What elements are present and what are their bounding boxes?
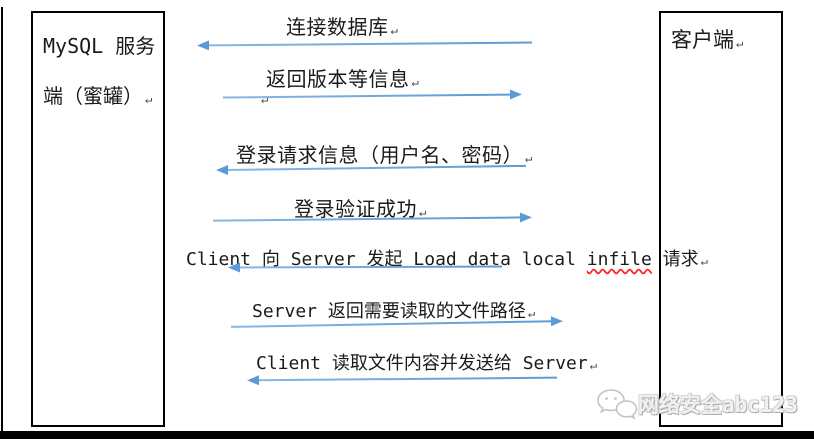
paragraph-mark: ↵ bbox=[390, 23, 398, 37]
message-label-return-filepath: Server 返回需要读取的文件路径↵ bbox=[252, 301, 536, 322]
watermark: 网络安全abc123 bbox=[596, 388, 798, 420]
message-label-login-request: 登录请求信息（用户名、密码）↵ bbox=[236, 143, 533, 167]
arrow-line bbox=[231, 320, 554, 328]
paragraph-mark: ↵ bbox=[589, 358, 597, 372]
watermark-text: 网络安全abc123 bbox=[638, 393, 798, 417]
message-arrow-right bbox=[212, 211, 533, 226]
arrowhead-left-icon bbox=[215, 165, 229, 176]
arrowhead-left-icon bbox=[246, 375, 260, 386]
message-label-load-data-request: Client 向 Server 发起 Load data local infil… bbox=[186, 249, 708, 270]
actor-box-mysql-server: MySQL 服务 端（蜜罐）↵ bbox=[31, 11, 165, 427]
actor-server-label-line2: 端（蜜罐）↵ bbox=[43, 84, 153, 108]
paragraph-mark: ↵ bbox=[419, 205, 427, 219]
arrow-line bbox=[225, 164, 526, 172]
actor-client-label: 客户端↵ bbox=[671, 28, 744, 52]
arrowhead-left-icon bbox=[227, 262, 241, 273]
message-label-send-file-content: Client 读取文件内容并发送给 Server↵ bbox=[256, 353, 597, 374]
arrow-line bbox=[212, 216, 524, 222]
arrow-line bbox=[236, 265, 503, 269]
message-label-connect-db: 连接数据库↵ bbox=[286, 15, 398, 39]
paragraph-mark: ↵ bbox=[261, 92, 269, 106]
paragraph-mark: ↵ bbox=[411, 75, 419, 89]
arrow-line bbox=[255, 376, 558, 382]
message-label-return-version: 返回版本等信息↵ bbox=[266, 67, 419, 91]
arrowhead-left-icon bbox=[196, 40, 210, 51]
paragraph-mark: ↵ bbox=[145, 92, 153, 106]
page-border-bottom bbox=[0, 431, 814, 439]
page-border-left bbox=[1, 7, 3, 432]
paragraph-mark: ↵ bbox=[525, 151, 533, 165]
spellcheck-underlined-word: infile bbox=[586, 249, 652, 270]
actor-box-client: 客户端↵ bbox=[659, 11, 783, 427]
message-arrow-left bbox=[196, 37, 533, 52]
arrowhead-right-icon bbox=[509, 89, 523, 100]
paragraph-mark: ↵ bbox=[527, 306, 536, 320]
paragraph-mark: ↵ bbox=[736, 36, 744, 50]
paragraph-mark: ↵ bbox=[700, 254, 708, 268]
actor-server-label-line1: MySQL 服务 bbox=[43, 34, 156, 58]
message-arrow-left bbox=[227, 261, 503, 274]
arrow-line bbox=[205, 41, 533, 47]
chat-bubbles-icon bbox=[596, 388, 638, 420]
arrowhead-right-icon bbox=[519, 212, 533, 223]
message-arrow-left bbox=[246, 372, 558, 387]
arrowhead-right-icon bbox=[550, 316, 564, 327]
